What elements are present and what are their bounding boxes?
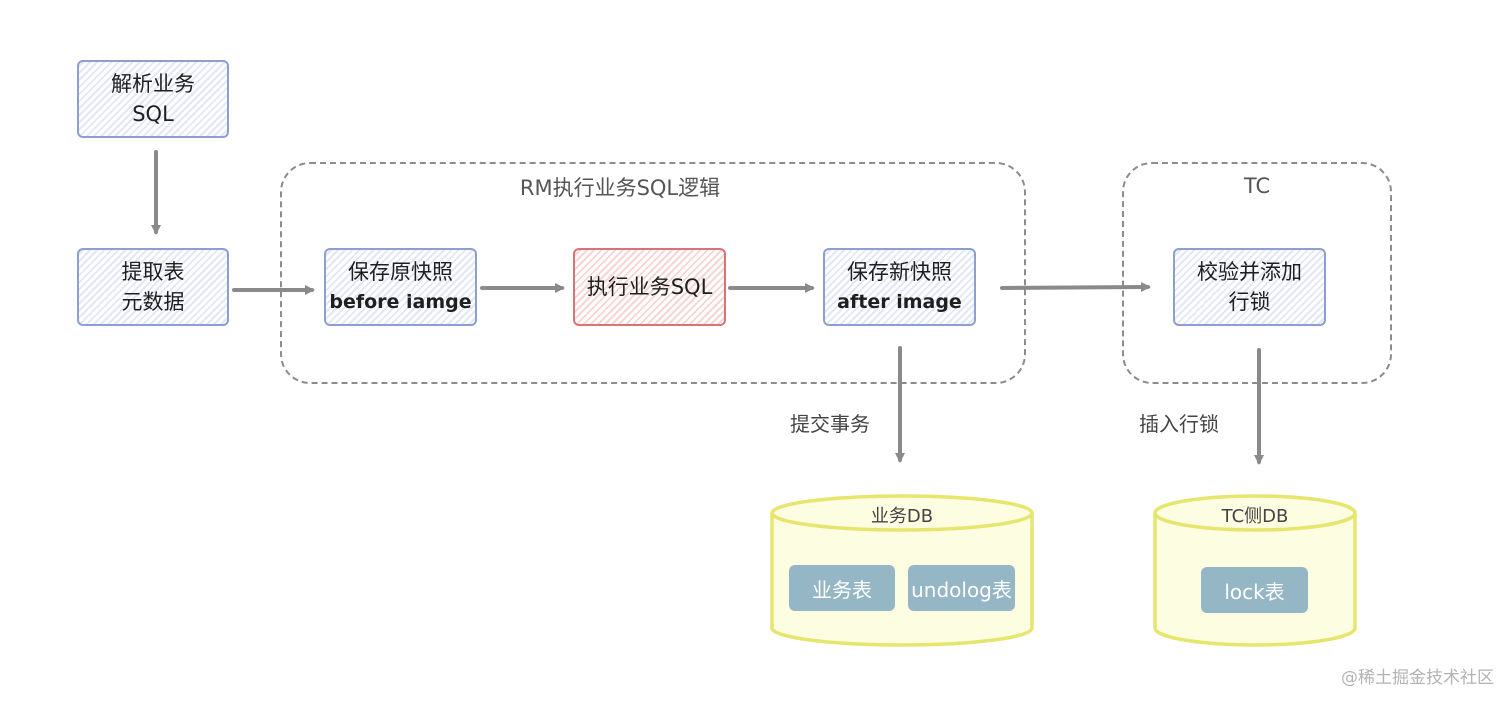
node-before-image-line2: before iamge — [329, 291, 472, 313]
node-parse-sql-line1: 解析业务 — [111, 72, 195, 96]
tc-group — [1122, 162, 1392, 384]
node-extract-metadata-line2: 元数据 — [121, 290, 185, 314]
node-before-image-line1: 保存原快照 — [348, 260, 453, 284]
node-exec-sql-label: 执行业务SQL — [586, 275, 713, 299]
node-after-image-line1: 保存新快照 — [847, 260, 952, 284]
node-check-lock-line1: 校验并添加 — [1197, 260, 1302, 284]
database-tc-label: TC侧DB — [1221, 506, 1289, 527]
node-before-image: 保存原快照 before iamge — [324, 248, 477, 326]
node-after-image: 保存新快照 after image — [823, 248, 976, 326]
node-parse-sql: 解析业务 SQL — [77, 60, 229, 138]
node-check-lock: 校验并添加 行锁 — [1173, 248, 1326, 326]
database-biz-cylinder — [770, 494, 1034, 647]
node-parse-sql-line2: SQL — [132, 102, 174, 126]
node-check-lock-line2: 行锁 — [1228, 290, 1271, 314]
table-lock: lock表 — [1201, 567, 1308, 613]
node-after-image-line2: after image — [837, 291, 962, 313]
table-biz: 业务表 — [789, 565, 895, 611]
edge-label-commit: 提交事务 — [790, 412, 870, 436]
rm-group — [280, 162, 1026, 384]
node-extract-metadata: 提取表 元数据 — [77, 248, 229, 326]
node-extract-metadata-line1: 提取表 — [121, 260, 185, 284]
edge-label-insert-lock: 插入行锁 — [1139, 412, 1219, 436]
table-undolog: undolog表 — [908, 565, 1015, 611]
database-biz-label: 业务DB — [870, 506, 934, 527]
tc-group-label: TC — [1243, 174, 1271, 198]
node-exec-sql: 执行业务SQL — [573, 248, 726, 326]
rm-group-label: RM执行业务SQL逻辑 — [519, 176, 721, 200]
watermark: @稀土掘金技术社区 — [1341, 668, 1494, 688]
